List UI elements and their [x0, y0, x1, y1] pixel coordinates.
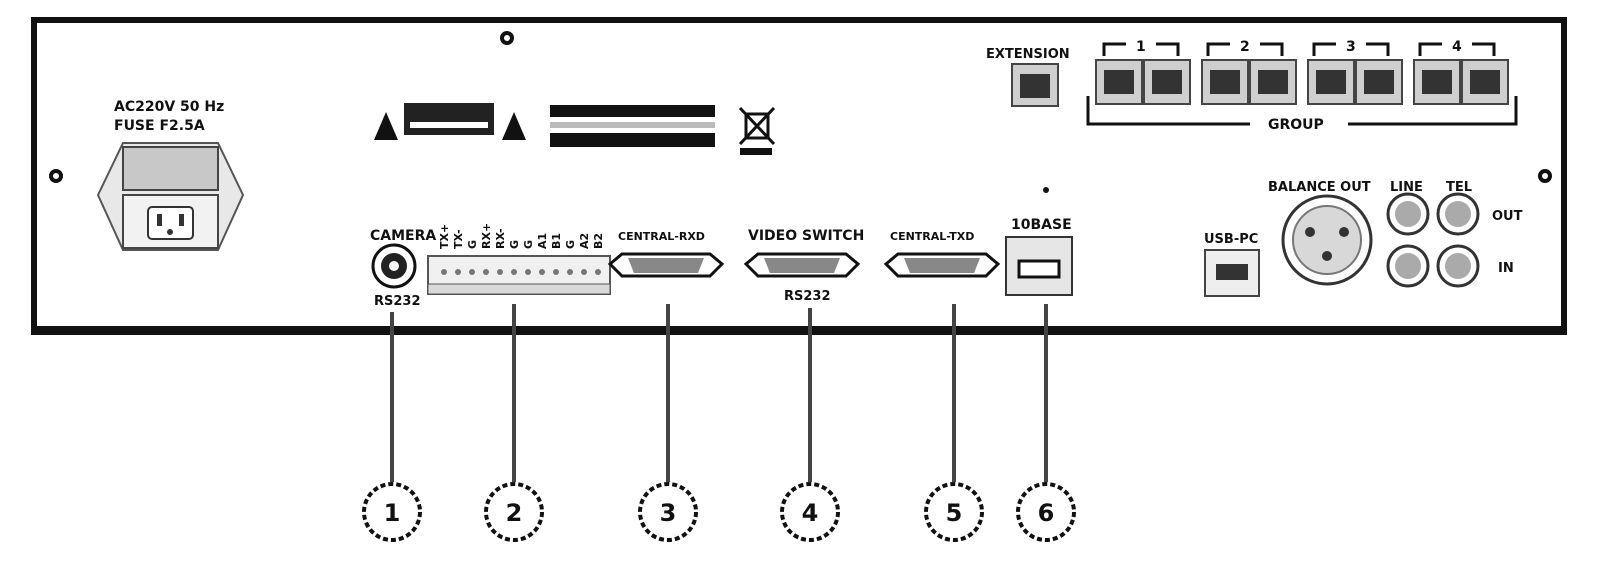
- central-rxd-label: CENTRAL-RXD: [618, 230, 705, 243]
- line-in-jack: [1386, 244, 1430, 288]
- group-3-ports: [1307, 59, 1403, 105]
- group-4-ports: [1413, 59, 1509, 105]
- warning-triangle-icon: [374, 112, 398, 140]
- line-label: LINE: [1390, 180, 1423, 195]
- terminal-pin-label: B2: [592, 233, 605, 249]
- central-txd-label: CENTRAL-TXD: [890, 230, 974, 243]
- svg-text:6: 6: [1038, 499, 1055, 527]
- extension-label: EXTENSION: [986, 47, 1070, 62]
- screw-icon: [49, 169, 63, 183]
- svg-text:5: 5: [946, 499, 963, 527]
- group-rj-ports: [1095, 59, 1509, 105]
- group-bracket: [1086, 42, 1518, 126]
- balance-out-xlr-connector: [1281, 194, 1373, 286]
- tel-out-jack: [1436, 192, 1480, 236]
- camera-bnc-connector: [371, 243, 417, 289]
- terminal-pin-label: G: [522, 240, 535, 249]
- 10base-ethernet-port: [1005, 236, 1073, 296]
- weee-bin-icon: [738, 106, 776, 146]
- callout-2: 2: [484, 482, 544, 542]
- camera-label: CAMERA: [370, 228, 436, 244]
- screw-icon: [500, 31, 514, 45]
- group-1-ports: [1095, 59, 1191, 105]
- video-switch-rs232-label: RS232: [784, 289, 831, 304]
- callout-3: 3: [638, 482, 698, 542]
- leader-lines: [390, 304, 1048, 482]
- terminal-pin-label: G: [466, 240, 479, 249]
- callout-5: 5: [924, 482, 984, 542]
- terminal-pin-label: G: [564, 240, 577, 249]
- power-inlet: [96, 142, 245, 251]
- fuse-spec-label: FUSE F2.5A: [114, 118, 205, 134]
- group-2-ports: [1201, 59, 1297, 105]
- callout-1: 1: [362, 482, 422, 542]
- terminal-pin-label: B1: [550, 233, 563, 249]
- terminal-pin-labels: TX+ TX- G RX+ RX- G G A1 B1 G A2 B2: [438, 223, 605, 249]
- terminal-pin-label: A2: [578, 233, 591, 249]
- line-out-jack: [1386, 192, 1430, 236]
- terminal-pin-label: G: [508, 240, 521, 249]
- terminal-pin-label: RX+: [480, 223, 493, 249]
- 10base-label: 10BASE: [1011, 217, 1072, 233]
- terminal-pin-label: TX-: [452, 229, 465, 249]
- tel-in-jack: [1436, 244, 1480, 288]
- screw-icon-group: [49, 31, 1552, 183]
- usb-pc-port: [1204, 249, 1260, 297]
- terminal-pin-label: RX-: [494, 228, 507, 249]
- svg-text:4: 4: [802, 499, 819, 527]
- group-number-label: 2: [1240, 39, 1250, 55]
- chassis: [31, 17, 1567, 335]
- in-label: IN: [1498, 261, 1514, 276]
- warning-stickers: [374, 103, 776, 155]
- power-spec-label: AC220V 50 Hz: [114, 99, 224, 115]
- central-txd-db9-connector: [883, 252, 1001, 278]
- screw-icon: [1538, 169, 1552, 183]
- warning-triangle-icon: [502, 112, 526, 140]
- group-number-label: 4: [1452, 39, 1462, 55]
- callout-4: 4: [780, 482, 840, 542]
- group-label: GROUP: [1268, 117, 1324, 133]
- group-number-label: 3: [1346, 39, 1356, 55]
- terminal-pin-label: TX+: [438, 224, 451, 249]
- svg-text:3: 3: [660, 499, 677, 527]
- video-switch-db9-connector: [743, 252, 861, 278]
- out-label: OUT: [1492, 209, 1523, 224]
- svg-text:1: 1: [384, 499, 401, 527]
- group-number-label: 1: [1136, 39, 1146, 55]
- balance-out-label: BALANCE OUT: [1268, 180, 1371, 195]
- extension-rj-port: [1011, 63, 1059, 107]
- camera-rs232-label: RS232: [374, 294, 421, 309]
- usb-pc-label: USB-PC: [1204, 232, 1258, 247]
- tel-label: TEL: [1446, 180, 1472, 195]
- svg-text:2: 2: [506, 499, 523, 527]
- terminal-block: [427, 255, 611, 295]
- terminal-pin-label: A1: [536, 233, 549, 249]
- central-rxd-db9-connector: [607, 252, 725, 278]
- callout-6: 6: [1016, 482, 1076, 542]
- audio-jacks: [1386, 192, 1480, 288]
- callouts: 1 2 3 4 5 6: [362, 482, 1076, 542]
- video-switch-label: VIDEO SWITCH: [748, 228, 864, 244]
